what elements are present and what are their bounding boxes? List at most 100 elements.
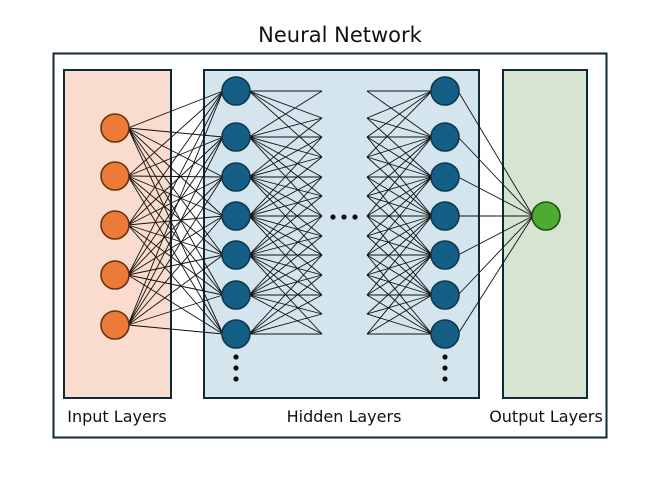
edge-gap-hidden xyxy=(366,195,433,256)
edge-gap-hidden xyxy=(366,215,433,256)
edge-input-hidden xyxy=(127,136,224,177)
edge-input-hidden xyxy=(127,175,224,178)
edge-input-hidden xyxy=(127,90,224,276)
hidden-node-left xyxy=(221,76,251,106)
edge-hidden-gap xyxy=(248,90,323,158)
edge-gap-hidden xyxy=(366,274,433,296)
edge-hidden-gap xyxy=(248,136,323,217)
edge-hidden-gap xyxy=(248,294,323,335)
edge-hidden-gap xyxy=(248,176,323,256)
ellipsis-dot xyxy=(352,214,358,220)
input-node xyxy=(100,161,130,191)
hidden-layer-label: Hidden Layers xyxy=(287,407,402,426)
edge-gap-hidden xyxy=(366,117,433,178)
edge-input-hidden xyxy=(127,175,224,217)
edge-hidden-output xyxy=(457,215,534,335)
edge-input-hidden xyxy=(127,175,224,256)
input-layer-label: Input Layers xyxy=(67,407,166,426)
edge-input-hidden xyxy=(127,176,224,326)
connections xyxy=(127,90,534,335)
more-dot xyxy=(233,354,239,360)
edge-gap-hidden xyxy=(366,235,433,296)
hidden-node-right xyxy=(430,122,460,152)
edge-hidden-gap xyxy=(248,195,323,217)
edge-gap-hidden xyxy=(366,156,433,178)
edge-gap-hidden xyxy=(366,254,433,335)
edge-input-hidden xyxy=(127,215,224,226)
edge-hidden-gap xyxy=(248,90,323,138)
edge-hidden-gap xyxy=(248,274,323,335)
edge-input-hidden xyxy=(127,224,224,335)
edge-input-hidden xyxy=(127,224,224,256)
edge-hidden-gap xyxy=(248,176,323,217)
edge-hidden-output xyxy=(457,90,534,217)
edge-gap-hidden xyxy=(366,294,433,335)
edge-gap-hidden xyxy=(366,176,433,237)
edge-hidden-gap xyxy=(248,176,323,237)
edge-input-hidden xyxy=(127,294,224,326)
edge-hidden-gap xyxy=(248,254,323,335)
ellipsis-dot xyxy=(341,214,347,220)
edge-gap-hidden xyxy=(366,274,433,335)
hidden-node-right xyxy=(430,240,460,270)
output-layer-label: Output Layers xyxy=(489,407,603,426)
edge-input-hidden xyxy=(127,90,224,326)
edge-gap-hidden xyxy=(366,254,433,315)
hidden-node-left xyxy=(221,122,251,152)
edge-gap-hidden xyxy=(366,136,433,197)
edge-hidden-gap xyxy=(248,90,323,119)
hidden-node-right xyxy=(430,201,460,231)
edge-input-hidden xyxy=(127,176,224,276)
edge-gap-hidden xyxy=(366,90,433,138)
more-dot xyxy=(442,376,448,382)
edge-input-hidden xyxy=(127,254,224,326)
edge-gap-hidden xyxy=(366,90,433,158)
edge-hidden-gap xyxy=(248,274,323,296)
input-node xyxy=(100,210,130,240)
edge-input-hidden xyxy=(127,175,224,296)
edge-input-hidden xyxy=(127,324,224,335)
hidden-gap-ellipsis xyxy=(330,214,358,220)
edge-gap-hidden xyxy=(366,313,433,335)
edge-gap-hidden xyxy=(366,235,433,256)
more-dot xyxy=(442,354,448,360)
edge-hidden-gap xyxy=(248,235,323,256)
edge-input-hidden xyxy=(127,90,224,177)
edge-hidden-gap xyxy=(248,215,323,296)
edge-input-hidden xyxy=(127,274,224,296)
edge-hidden-gap xyxy=(248,313,323,335)
hidden-node-right xyxy=(430,162,460,192)
more-dot xyxy=(233,376,239,382)
hidden-node-left xyxy=(221,280,251,310)
edge-input-hidden xyxy=(127,215,224,276)
edge-hidden-output xyxy=(457,136,534,217)
edge-input-hidden xyxy=(127,90,224,129)
edge-hidden-output xyxy=(457,215,534,256)
hidden-node-left xyxy=(221,162,251,192)
edge-input-hidden xyxy=(127,176,224,226)
hidden-node-left xyxy=(221,319,251,349)
edge-input-hidden xyxy=(127,224,224,296)
edge-hidden-output xyxy=(457,215,534,296)
edge-hidden-gap xyxy=(248,215,323,256)
edge-hidden-gap xyxy=(248,195,323,256)
nodes xyxy=(100,76,561,349)
edge-gap-hidden xyxy=(366,136,433,217)
hidden-right-more-dots xyxy=(442,354,448,382)
hidden-node-left xyxy=(221,201,251,231)
edge-gap-hidden xyxy=(366,195,433,217)
edge-hidden-gap xyxy=(248,136,323,178)
output-node xyxy=(531,201,561,231)
edge-hidden-gap xyxy=(248,235,323,296)
edge-hidden-output xyxy=(457,176,534,217)
edge-gap-hidden xyxy=(366,90,433,119)
edge-hidden-gap xyxy=(248,254,323,315)
hidden-left-more-dots xyxy=(233,354,239,382)
diagram-title: Neural Network xyxy=(258,23,422,47)
input-node xyxy=(100,310,130,340)
ellipsis-dot xyxy=(330,214,336,220)
input-node xyxy=(100,260,130,290)
output-layer-box xyxy=(502,69,588,399)
edge-hidden-gap xyxy=(248,117,323,178)
edge-hidden-gap xyxy=(248,156,323,217)
